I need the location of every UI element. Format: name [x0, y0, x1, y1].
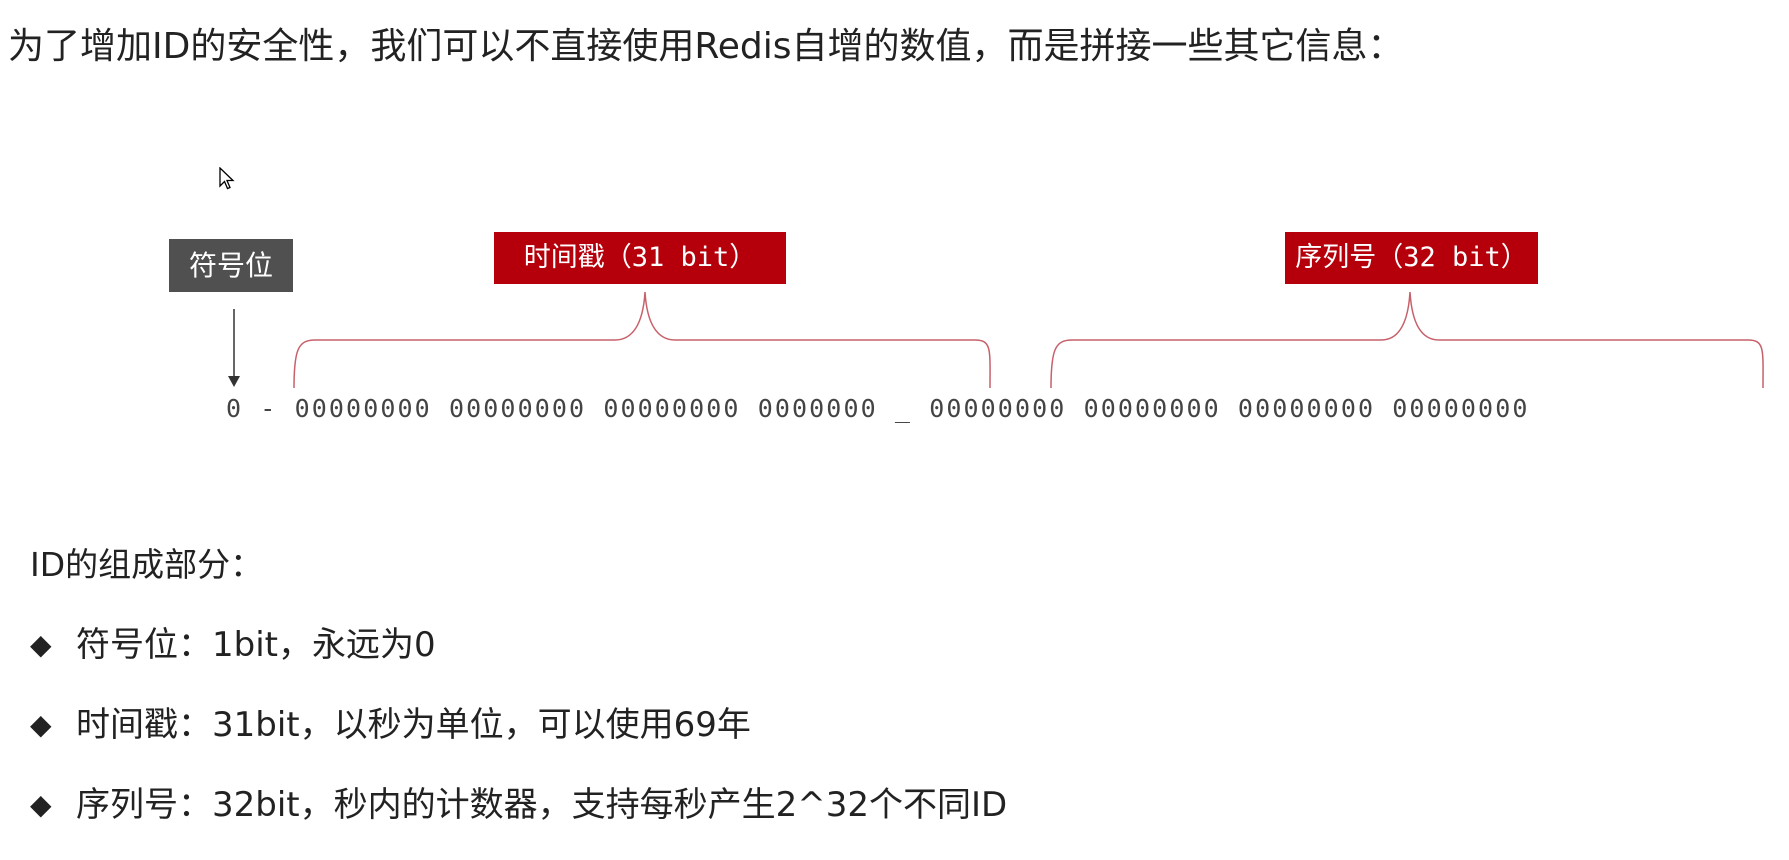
bit-row: 0 - 00000000 00000000 00000000 0000000 _… [226, 394, 1530, 423]
composition-title: ID的组成部分： [30, 545, 264, 584]
list-item-text: 符号位：1bit，永远为0 [76, 625, 436, 665]
sequence-label: 序列号（32 bit） [1285, 232, 1538, 284]
sign-bit-label: 符号位 [169, 239, 293, 292]
list-item-text: 时间戳：31bit，以秒为单位，可以使用69年 [76, 705, 751, 745]
intro-text: 为了增加ID的安全性，我们可以不直接使用Redis自增的数值，而是拼接一些其它信… [8, 26, 1404, 67]
list-item-text: 序列号：32bit，秒内的计数器，支持每秒产生2^32个不同ID [76, 785, 1008, 825]
timestamp-label: 时间戳（31 bit） [494, 232, 786, 284]
composition-list: ◆ 符号位：1bit，永远为0 ◆ 时间戳：31bit，以秒为单位，可以使用69… [30, 620, 1007, 860]
diamond-bullet-icon: ◆ [30, 788, 52, 821]
diamond-bullet-icon: ◆ [30, 628, 52, 661]
diamond-bullet-icon: ◆ [30, 708, 52, 741]
list-item-sequence: ◆ 序列号：32bit，秒内的计数器，支持每秒产生2^32个不同ID [30, 780, 1007, 860]
timestamp-brace [293, 291, 991, 389]
list-item-sign: ◆ 符号位：1bit，永远为0 [30, 620, 1007, 700]
list-item-timestamp: ◆ 时间戳：31bit，以秒为单位，可以使用69年 [30, 700, 1007, 780]
sign-arrow-head [228, 376, 240, 387]
cursor-icon [219, 166, 237, 195]
sequence-brace [1050, 291, 1764, 389]
